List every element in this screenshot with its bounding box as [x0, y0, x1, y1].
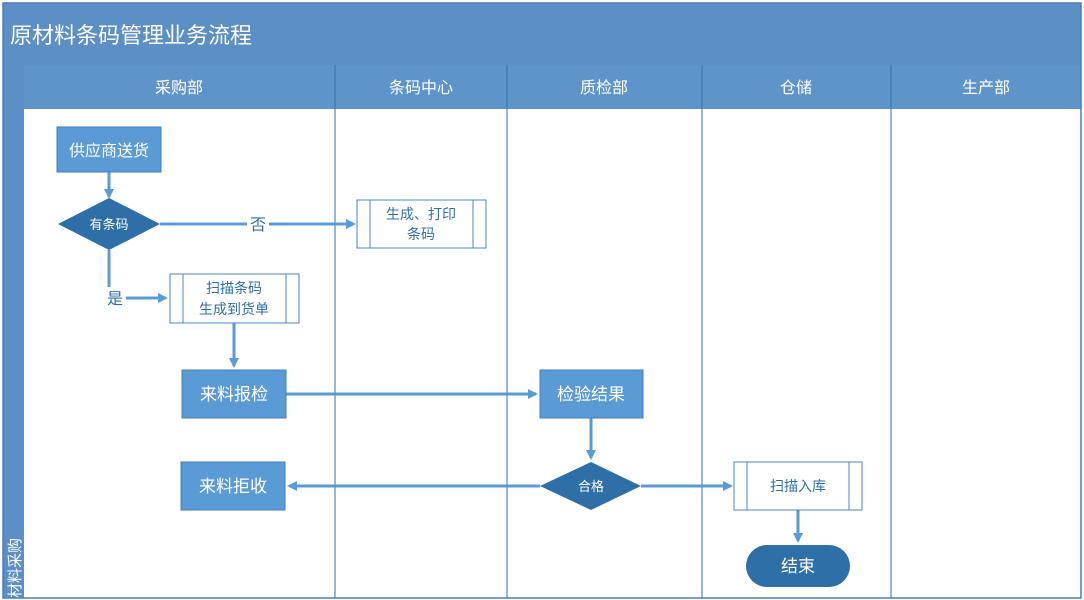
process-label-line: 扫描条码 — [206, 280, 262, 297]
terminator-end: 结束 — [746, 545, 850, 587]
node-incoming-rejection: 来料拒收 — [180, 461, 286, 511]
lane-header-purchasing: 采购部 — [155, 78, 203, 97]
lane-header-quality: 质检部 — [580, 78, 628, 97]
diagram-title: 原材料条码管理业务流程 — [10, 24, 252, 49]
node-inspection-result: 检验结果 — [539, 369, 644, 419]
predefined-process-generate-print-barcode: 生成、打印 条码 — [356, 199, 487, 249]
edge-label-bg — [104, 287, 126, 311]
node-label: 来料报检 — [200, 385, 268, 405]
node-incoming-inspection-request: 来料报检 — [181, 369, 287, 419]
predefined-process-scan-warehousing: 扫描入库 — [733, 461, 863, 511]
node-label: 来料拒收 — [199, 477, 267, 497]
lane-header-band — [24, 65, 1081, 109]
title-bar — [3, 3, 1081, 65]
row-label: 材料采购 — [6, 538, 24, 598]
row-label-strip — [3, 65, 24, 598]
process-label-line: 条码 — [407, 226, 435, 243]
edge-label-bg — [247, 212, 269, 236]
lane-header-barcode-center: 条码中心 — [389, 78, 453, 97]
edge-label-no: 否 — [250, 215, 266, 234]
predefined-process-scan-generate-receipt: 扫描条码 生成到货单 — [169, 273, 300, 324]
decision-has-barcode: 有条码 — [58, 198, 160, 250]
edge-label-yes: 是 — [107, 289, 123, 308]
decision-label: 合格 — [578, 479, 604, 495]
terminator-label: 结束 — [781, 557, 815, 577]
decision-label: 有条码 — [89, 217, 128, 233]
process-label-line: 生成到货单 — [199, 301, 269, 318]
process-label-line: 生成、打印 — [386, 206, 456, 223]
process-label: 扫描入库 — [770, 479, 826, 495]
node-label: 检验结果 — [557, 385, 625, 405]
decision-qualified: 合格 — [540, 462, 641, 510]
node-supplier-delivery: 供应商送货 — [56, 126, 162, 173]
node-label: 供应商送货 — [69, 141, 149, 160]
lane-header-warehouse: 仓储 — [780, 78, 812, 97]
lane-header-production: 生产部 — [962, 78, 1010, 97]
